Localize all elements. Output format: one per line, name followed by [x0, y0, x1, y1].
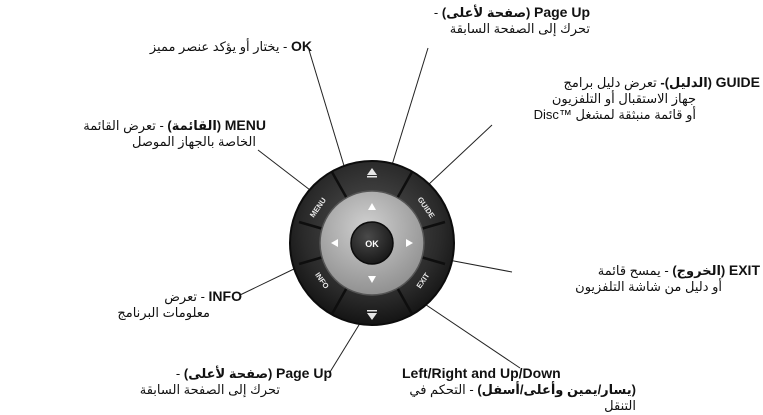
guide-key: GUIDE: [715, 74, 760, 90]
guide-callout: GUIDE (الدليل)- تعرض دليل برامج جهاز الا…: [488, 74, 760, 123]
page-up-bottom-dash: -: [175, 366, 181, 381]
menu-desc-2: الخاصة بالجهاز الموصل: [131, 134, 256, 149]
menu-ar-key: (القائمة): [167, 118, 222, 133]
page-up-icon[interactable]: [367, 168, 377, 178]
exit-desc-1: - يمسح قائمة: [597, 263, 669, 278]
page-down-icon[interactable]: [367, 310, 377, 320]
page-up-bottom-ar-key: (صفحة لأعلى): [183, 366, 273, 381]
arrows-ar-key: (يسار/يمين وأعلى/أسفل): [477, 382, 636, 397]
left-arrow-icon[interactable]: [331, 239, 338, 247]
ok-callout: OK - يختار أو يؤكد عنصر مميز: [60, 38, 312, 55]
page-up-top-callout: Page Up (صفحة لأعلى) - تحرك إلى الصفحة ا…: [400, 4, 590, 37]
page-up-top-key: Page Up: [533, 4, 590, 20]
exit-key: EXIT: [728, 262, 760, 278]
ok-key: OK: [291, 38, 312, 54]
info-desc-1: - تعرض: [164, 289, 205, 304]
guide-desc-1: تعرض دليل برامج: [563, 75, 657, 90]
ok-desc: - يختار أو يؤكد عنصر مميز: [149, 39, 288, 54]
page-up-bottom-desc: تحرك إلى الصفحة السابقة: [139, 382, 280, 397]
down-arrow-icon[interactable]: [368, 276, 376, 283]
menu-callout: MENU (القائمة) - تعرض القائمة الخاصة بال…: [4, 117, 266, 150]
exit-ar-key: (الخروج): [672, 263, 726, 278]
page-up-bottom-key: Page Up: [275, 365, 332, 381]
guide-desc-3: أو قائمة منبثقة لمشغل ™Disc: [533, 107, 696, 122]
right-arrow-icon[interactable]: [406, 239, 413, 247]
page-up-bottom-callout: Page Up (صفحة لأعلى) - تحرك إلى الصفحة ا…: [100, 365, 332, 398]
page-up-top-dash: -: [433, 5, 439, 20]
guide-ar-key: (الدليل)-: [660, 75, 713, 90]
ok-button-label: OK: [365, 239, 379, 249]
info-desc-2: معلومات البرنامج: [117, 305, 210, 320]
info-callout: INFO - تعرض معلومات البرنامج: [100, 288, 242, 321]
menu-desc-1: - تعرض القائمة: [83, 118, 164, 133]
arrows-callout: Left/Right and Up/Down (يسار/يمين وأعلى/…: [402, 365, 702, 414]
arrows-key: Left/Right and Up/Down: [402, 365, 561, 381]
guide-desc-2: جهاز الاستقبال أو التلفزيون: [551, 91, 696, 106]
up-arrow-icon[interactable]: [368, 203, 376, 210]
page-up-top-desc: تحرك إلى الصفحة السابقة: [449, 21, 590, 36]
page-up-top-ar-key: (صفحة لأعلى): [441, 5, 531, 20]
menu-key: MENU: [224, 117, 266, 133]
exit-desc-2: أو دليل من شاشة التلفزيون: [575, 279, 722, 294]
arrows-desc: - التحكم في التنقل: [409, 382, 636, 413]
info-key: INFO: [208, 288, 242, 304]
ok-button[interactable]: [350, 221, 394, 265]
exit-callout: EXIT (الخروج) - يمسح قائمة أو دليل من شا…: [490, 262, 760, 295]
